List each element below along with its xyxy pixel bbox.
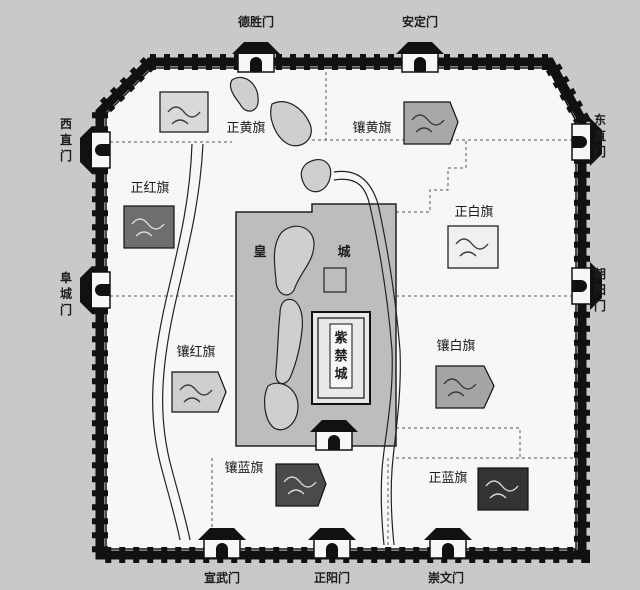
banner-label-xiangbai: 镶白旗 [436, 338, 475, 354]
jingshan-mark [323, 267, 347, 293]
flag-zhenghong [123, 205, 175, 249]
banner-label-zhenghong: 正红旗 [130, 180, 169, 196]
gate-tower-andingmen [396, 42, 444, 73]
district-boundaries [110, 72, 575, 545]
gate-label-xuanwumen: 宣武门 [204, 570, 240, 585]
gate-tower-xuanwumen [198, 528, 246, 559]
gate-label-dongzhimen: 东直门 [594, 112, 606, 159]
gate-label-xizhimen: 西直门 [60, 117, 72, 163]
flag-zhengbai [447, 225, 499, 269]
gate-tower-zhengyangmen [308, 528, 356, 559]
gate-tower-chongwenmen [424, 528, 472, 559]
rivers [152, 143, 401, 546]
gate-tower-fuchengmen [80, 266, 111, 314]
banner-label-xianghong: 镶红旗 [176, 344, 215, 360]
gate-tower-deshengmen [232, 42, 280, 73]
flag-zhenglan [477, 467, 529, 511]
lake-shichahai [270, 101, 312, 147]
flag-dragon-emblems [131, 106, 519, 499]
banner-label-xianghuang: 镶黄旗 [352, 120, 391, 136]
lake-houhai [300, 159, 332, 193]
gate-tower-xizhimen [80, 126, 111, 174]
lakes [229, 76, 332, 431]
gate-label-deshengmen: 德胜门 [238, 14, 274, 29]
lake-nanhai [264, 382, 299, 431]
banner-label-zhenghuang: 正黄旗 [226, 120, 265, 136]
gate-tower-chaoyangmen [571, 262, 602, 310]
gate-tower-zhengyang-inner [310, 420, 358, 451]
gate-label-fuchengmen: 阜城门 [60, 270, 72, 317]
imperial-city-label-left: 皇 [253, 244, 266, 260]
gate-towers [80, 42, 602, 559]
gate-label-zhengyangmen: 正阳门 [314, 570, 350, 585]
gate-label-chaoyangmen: 朝阳门 [594, 266, 606, 313]
banner-label-zhenglan: 正蓝旗 [428, 470, 467, 486]
forbidden-city-label: 紫禁城 [334, 330, 347, 382]
lake-beihai [273, 225, 315, 296]
lake-jishuitan [229, 76, 259, 112]
flag-xiangbai [435, 365, 495, 409]
city-wall-inner-edge [105, 67, 577, 550]
forbidden-city-inner [317, 317, 365, 399]
flag-xianglan [275, 463, 327, 507]
flag-xianghong [171, 371, 227, 413]
city-wall-crenellation [92, 54, 590, 563]
gate-label-chongwenmen: 崇文门 [428, 570, 464, 585]
gate-tower-dongzhimen [571, 118, 602, 166]
forbidden-city-label-box [329, 323, 353, 389]
banner-label-zhengbai: 正白旗 [454, 204, 493, 220]
imperial-city-label-right: 城 [337, 244, 350, 260]
banner-label-xianglan: 镶蓝旗 [224, 460, 263, 476]
gate-label-andingmen: 安定门 [402, 14, 438, 29]
